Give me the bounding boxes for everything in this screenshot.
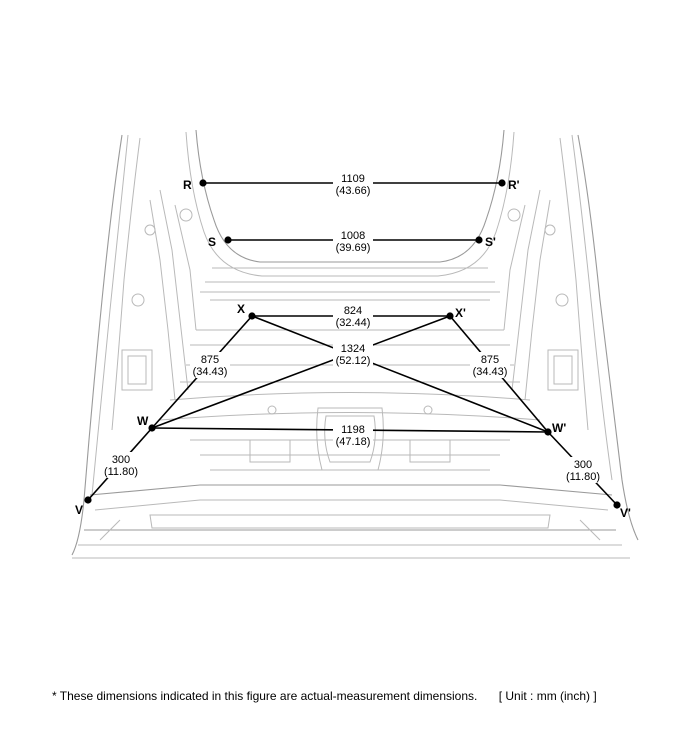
svg-text:1324: 1324 xyxy=(341,343,365,355)
svg-text:(47.18): (47.18) xyxy=(336,436,371,448)
svg-text:(32.44): (32.44) xyxy=(336,317,371,329)
point-w xyxy=(148,424,156,432)
point-label-w2: W' xyxy=(552,421,566,435)
dim-label-cross: 1324 (52.12) xyxy=(333,341,373,367)
point-r2 xyxy=(498,179,506,187)
point-label-w: W xyxy=(137,414,149,428)
dim-label-x-x2: 824 (32.44) xyxy=(333,303,373,329)
dim-label-w2-v2: 300 (11.80) xyxy=(563,457,603,483)
point-label-v2: V' xyxy=(620,506,631,520)
point-v xyxy=(84,496,92,504)
dim-label-w-w2: 1198 (47.18) xyxy=(333,422,373,448)
point-labels: R R' S S' X X' W W' V V' xyxy=(75,178,631,520)
svg-text:(39.69): (39.69) xyxy=(336,242,371,254)
dim-label-x-w-right: 875 (34.43) xyxy=(470,352,510,378)
dim-line-x2-w xyxy=(151,315,451,429)
svg-text:(11.80): (11.80) xyxy=(566,471,600,483)
measurement-points xyxy=(84,179,621,509)
svg-text:300: 300 xyxy=(112,454,130,466)
svg-text:300: 300 xyxy=(574,459,592,471)
svg-text:875: 875 xyxy=(481,354,499,366)
point-label-x: X xyxy=(237,302,245,316)
svg-text:(11.80): (11.80) xyxy=(104,466,138,478)
point-x2 xyxy=(446,312,454,320)
svg-text:875: 875 xyxy=(201,354,219,366)
svg-text:(43.66): (43.66) xyxy=(336,185,371,197)
svg-text:(34.43): (34.43) xyxy=(473,366,508,378)
svg-text:(34.43): (34.43) xyxy=(193,366,228,378)
dim-line-x-w2 xyxy=(251,315,549,433)
dim-label-s-s2: 1008 (39.69) xyxy=(333,228,373,254)
footnote-marker: * xyxy=(52,689,57,703)
dim-label-w-v: 300 (11.80) xyxy=(101,452,141,478)
point-s2 xyxy=(475,236,483,244)
point-v2 xyxy=(613,501,621,509)
point-label-r2: R' xyxy=(508,178,520,192)
point-label-x2: X' xyxy=(455,306,466,320)
svg-text:1198: 1198 xyxy=(341,424,365,436)
point-label-s2: S' xyxy=(485,235,496,249)
dimension-labels: 1109 (43.66) 1008 (39.69) 824 (32.44) 13… xyxy=(101,171,603,483)
footnote: * These dimensions indicated in this fig… xyxy=(52,689,597,703)
point-x xyxy=(248,312,256,320)
point-r xyxy=(199,179,207,187)
footnote-text: These dimensions indicated in this figur… xyxy=(59,689,478,703)
point-s xyxy=(224,236,232,244)
dim-label-r-r2: 1109 (43.66) xyxy=(333,171,373,197)
point-label-r: R xyxy=(183,178,192,192)
unit-note: [ Unit : mm (inch) ] xyxy=(498,689,597,703)
svg-text:(52.12): (52.12) xyxy=(336,355,371,367)
svg-text:1109: 1109 xyxy=(341,173,365,185)
point-label-s: S xyxy=(208,235,216,249)
point-label-v: V xyxy=(75,503,83,517)
svg-text:824: 824 xyxy=(344,305,362,317)
svg-text:1008: 1008 xyxy=(341,230,365,242)
point-w2 xyxy=(544,428,552,436)
dim-label-x-w-left: 875 (34.43) xyxy=(190,352,230,378)
